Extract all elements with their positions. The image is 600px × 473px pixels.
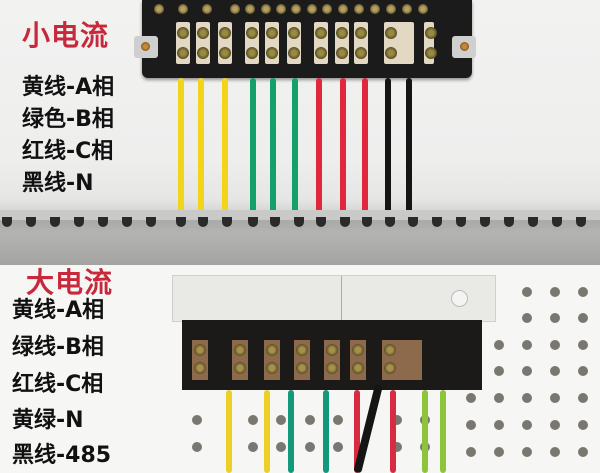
screw-icon: [460, 42, 469, 51]
label-yellow-a-phase: 黄线-A相: [22, 75, 115, 100]
large-current-panel: 大电流 黄线-A相 绿线-B相 红线-C相 黄绿-N 黑线-485: [0, 265, 600, 473]
cable-duct: [0, 220, 600, 265]
mount-flange-right: [452, 36, 476, 58]
wire-red: [354, 390, 360, 473]
small-current-panel: 小电流 黄线-A相 绿色-B相 红线-C相 黑线-N: [0, 0, 600, 265]
label-green-b-phase: 绿线-B相: [12, 335, 104, 360]
wire-red: [362, 78, 368, 224]
wire-black: [385, 78, 391, 224]
wire-green: [288, 390, 294, 473]
wire-black: [406, 78, 412, 224]
wire-yellow: [264, 390, 270, 473]
meter-terminal-block: [142, 0, 472, 78]
screw-icon: [141, 42, 150, 51]
wire-green: [270, 78, 276, 224]
label-black-n: 黑线-N: [22, 171, 94, 196]
label-black-485: 黑线-485: [12, 443, 112, 468]
wire-yellow-green: [422, 390, 428, 473]
mount-flange-left: [134, 36, 158, 58]
large-current-title: 大电流: [26, 266, 114, 299]
label-red-c-phase: 红线-C相: [12, 372, 104, 397]
wire-yellow-green: [440, 390, 446, 473]
meter-terminal-block-large: [182, 320, 482, 390]
label-yellow-green-n: 黄绿-N: [12, 408, 84, 433]
wire-green: [292, 78, 298, 224]
label-green-b-phase: 绿色-B相: [22, 107, 114, 132]
wire-yellow: [198, 78, 204, 224]
wire-red: [316, 78, 322, 224]
terminal-cover: [172, 275, 496, 322]
wire-yellow: [222, 78, 228, 224]
wire-red: [340, 78, 346, 224]
wire-red: [390, 390, 396, 473]
wire-green: [323, 390, 329, 473]
cover-button-icon: [451, 290, 468, 307]
label-yellow-a-phase: 黄线-A相: [12, 298, 105, 323]
wire-green: [250, 78, 256, 224]
wire-yellow: [226, 390, 232, 473]
wire-yellow: [178, 78, 184, 224]
small-current-title: 小电流: [22, 19, 110, 52]
label-red-c-phase: 红线-C相: [22, 139, 114, 164]
